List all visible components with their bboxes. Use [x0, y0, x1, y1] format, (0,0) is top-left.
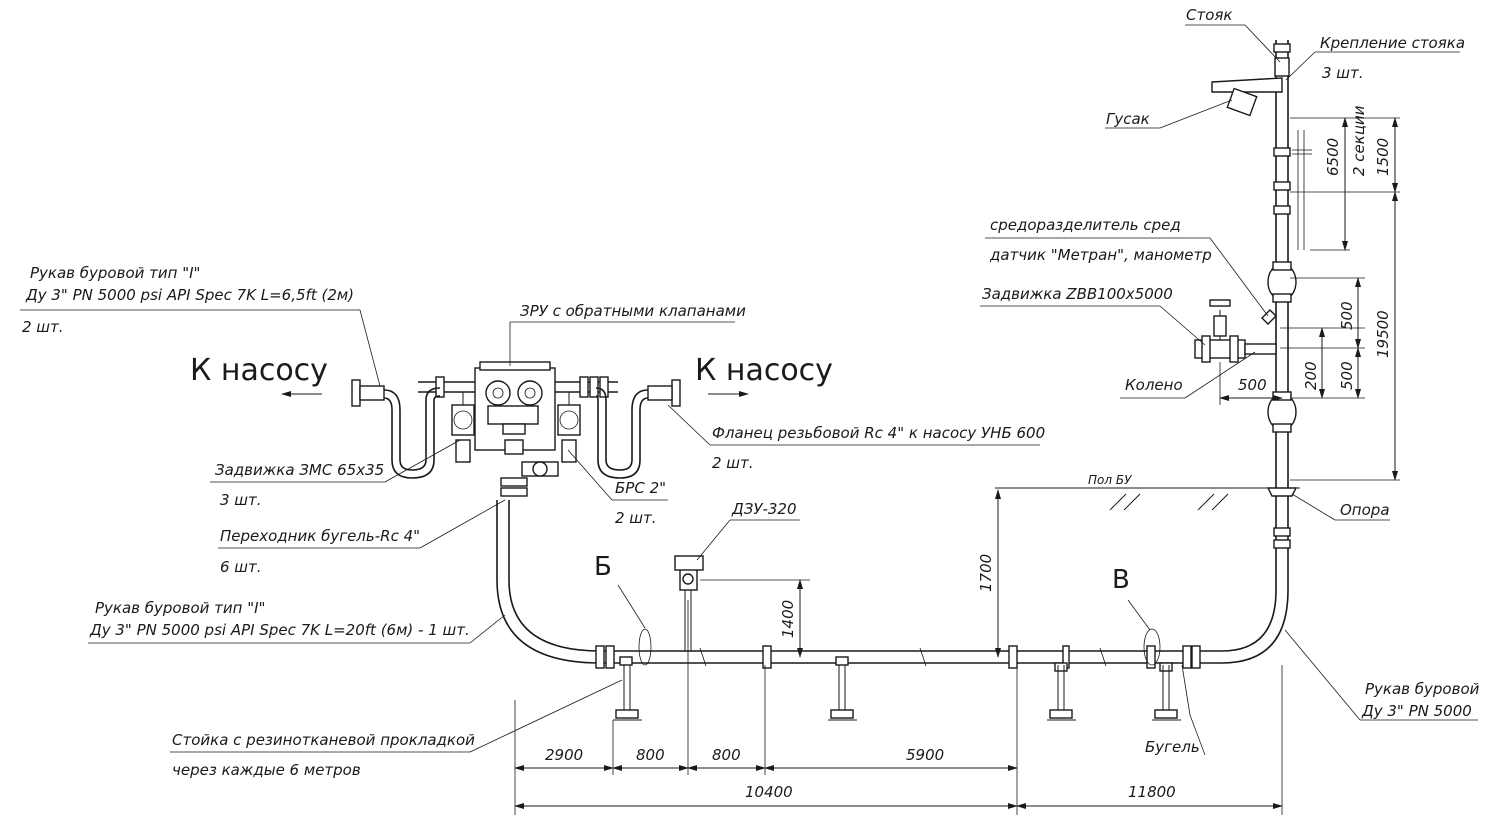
adapter-qty: 6 шт.: [220, 558, 262, 576]
dimension-values: 2900 800 800 5900 10400 11800 1400 1700 …: [545, 105, 1392, 801]
stand-label-1: Стойка с резинотканевой прокладкой: [172, 731, 475, 749]
stand-label-2: через каждые 6 метров: [172, 761, 361, 779]
hose6-label-1: Рукав буровой тип "I": [95, 599, 265, 617]
dim-500-a: 500: [1338, 301, 1356, 330]
dim-200: 200: [1302, 361, 1320, 390]
hose-right-label-1: Рукав буровой: [1365, 680, 1480, 698]
riser-label: Стояк: [1186, 6, 1232, 24]
dimension-lines: [514, 117, 1400, 815]
hose-right-label-2: Ду 3" PN 5000: [1361, 702, 1472, 720]
dim-5900: 5900: [906, 746, 944, 764]
valve-zms-qty: 3 шт.: [220, 491, 262, 509]
dim-2900: 2900: [545, 746, 583, 764]
adapter-label: Переходник бугель-Rc 4": [220, 527, 420, 545]
floor-line: [995, 487, 1300, 511]
dim-1700: 1700: [977, 554, 995, 592]
hose-type-label-1: Рукав буровой тип "I": [30, 264, 200, 282]
valve-zms-label: Задвижка ЗМС 65х35: [215, 461, 384, 479]
dim-19500: 19500: [1374, 310, 1392, 358]
to-pump-right-label: К насосу: [695, 353, 833, 388]
separator-label-2: датчик "Метран", манометр: [989, 246, 1212, 264]
hose-type-qty: 2 шт.: [22, 318, 64, 336]
dim-800-a: 800: [636, 746, 665, 764]
riser-equipment: [1194, 43, 1312, 549]
pipe-stands: [613, 656, 1181, 721]
letter-v: В: [1112, 565, 1130, 595]
riser-mount-label: Крепление стояка: [1320, 34, 1465, 52]
floor-label: Пол БУ: [1088, 473, 1132, 487]
flange-label: Фланец резьбовой Rc 4" к насосу УНБ 600: [712, 424, 1045, 442]
separator-label-1: средоразделитель сред: [990, 216, 1181, 234]
gooseneck-label: Гусак: [1106, 110, 1150, 128]
dim-500-b: 500: [1338, 361, 1356, 390]
flange-qty: 2 шт.: [712, 454, 754, 472]
dim-6500: 6500: [1324, 138, 1342, 176]
pipe-couplings: [595, 645, 1201, 669]
letter-b: Б: [594, 552, 612, 582]
dzu-sensor: [674, 555, 704, 651]
leader-lines: [20, 24, 1478, 756]
clamp-label: Бугель: [1145, 738, 1200, 756]
dim-800-b: 800: [712, 746, 741, 764]
dim-1400: 1400: [779, 600, 797, 638]
valve-zbb-label: Задвижка ZBB100х5000: [982, 285, 1173, 303]
dim-10400: 10400: [745, 783, 793, 801]
brs-label: БРС 2": [615, 479, 666, 497]
annotations: Рукав буровой тип "I" Ду 3" PN 5000 psi …: [22, 6, 1480, 779]
elbow-label: Колено: [1125, 376, 1183, 394]
section-markers: [638, 628, 1161, 666]
riser-mount-qty: 3 шт.: [1322, 64, 1364, 82]
dzu-label: ДЗУ-320: [731, 500, 797, 518]
dim-500-h: 500: [1238, 376, 1267, 394]
hose-type-label-2: Ду 3" PN 5000 psi API Spec 7K L=6,5ft (2…: [25, 286, 354, 304]
manifold-zru: [418, 361, 618, 497]
left-hose: [351, 379, 441, 479]
pipeline: [496, 40, 1289, 664]
support-label: Опора: [1340, 501, 1390, 519]
zru-label: ЗРУ с обратными клапанами: [520, 302, 746, 320]
to-pump-left-label: К насосу: [190, 353, 328, 388]
brs-qty: 2 шт.: [615, 509, 657, 527]
dim-1500: 1500: [1374, 138, 1392, 176]
right-hose: [595, 379, 681, 479]
dim-sections: 2 секции: [1350, 105, 1368, 176]
dim-11800: 11800: [1128, 783, 1176, 801]
hose6-label-2: Ду 3" PN 5000 psi API Spec 7K L=20ft (6м…: [89, 621, 470, 639]
